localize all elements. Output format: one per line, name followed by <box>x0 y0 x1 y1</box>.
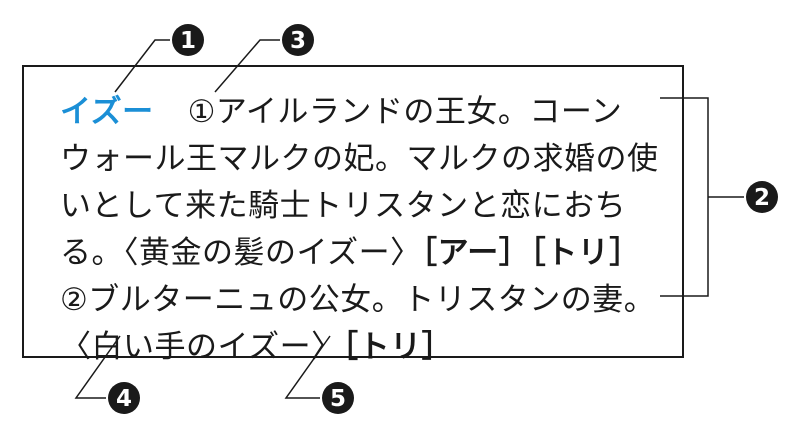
entry-text: イズー ①アイルランドの王女。コーン ウォール王マルクの妃。マルクの求婚の使 いと… <box>60 89 660 371</box>
callout-3-leader <box>214 39 280 93</box>
callout-1-badge <box>172 24 204 56</box>
entry-line-1: イズー ①アイルランドの王女。コーン <box>60 89 660 136</box>
callout-3-number: 3 <box>290 28 306 54</box>
source-tag-arthur: ［アー］ <box>421 235 531 271</box>
sense-1-line-2: ウォール王マルクの妃。マルクの求婚の使 <box>60 141 659 177</box>
callout-4-badge <box>108 382 140 414</box>
entry-line-6: 〈白い手のイズー〉［トリ］ <box>60 324 660 371</box>
headword: イズー <box>60 94 154 130</box>
callout-2-number: 2 <box>754 185 770 211</box>
source-tag-tristan-1: ［トリ］ <box>530 235 641 271</box>
callout-5-number: 5 <box>330 386 346 412</box>
callout-2-badge <box>746 181 778 213</box>
callout-4-leader <box>74 335 121 399</box>
callout-1-leader <box>114 39 170 93</box>
entry-line-2: ウォール王マルクの妃。マルクの求婚の使 <box>60 136 660 183</box>
callout-5-leader <box>284 335 331 399</box>
callout-4-number: 4 <box>116 386 132 412</box>
sense-2-line-1: ②ブルターニュの公女。トリスタンの妻。 <box>60 282 656 318</box>
sense-1-line-1: ①アイルランドの王女。コーン <box>187 94 623 130</box>
callout-1-number: 1 <box>180 28 196 54</box>
entry-line-5: ②ブルターニュの公女。トリスタンの妻。 <box>60 277 660 324</box>
callout-3-badge <box>282 24 314 56</box>
sense-1-line-4: る。〈黄金の髪のイズー〉 <box>60 235 422 271</box>
callout-5-badge <box>322 382 354 414</box>
callout-2-bracket <box>660 97 709 297</box>
sense-1-line-3: いとして来た騎士トリスタンと恋におち <box>60 188 627 224</box>
sense-2-line-2: 〈白い手のイズー〉 <box>60 329 343 365</box>
dictionary-entry-box: イズー ①アイルランドの王女。コーン ウォール王マルクの妃。マルクの求婚の使 いと… <box>22 65 684 365</box>
entry-line-4: る。〈黄金の髪のイズー〉［アー］［トリ］ <box>60 230 660 277</box>
entry-line-3: いとして来た騎士トリスタンと恋におち <box>60 183 660 230</box>
source-tag-tristan-2: ［トリ］ <box>342 329 454 365</box>
